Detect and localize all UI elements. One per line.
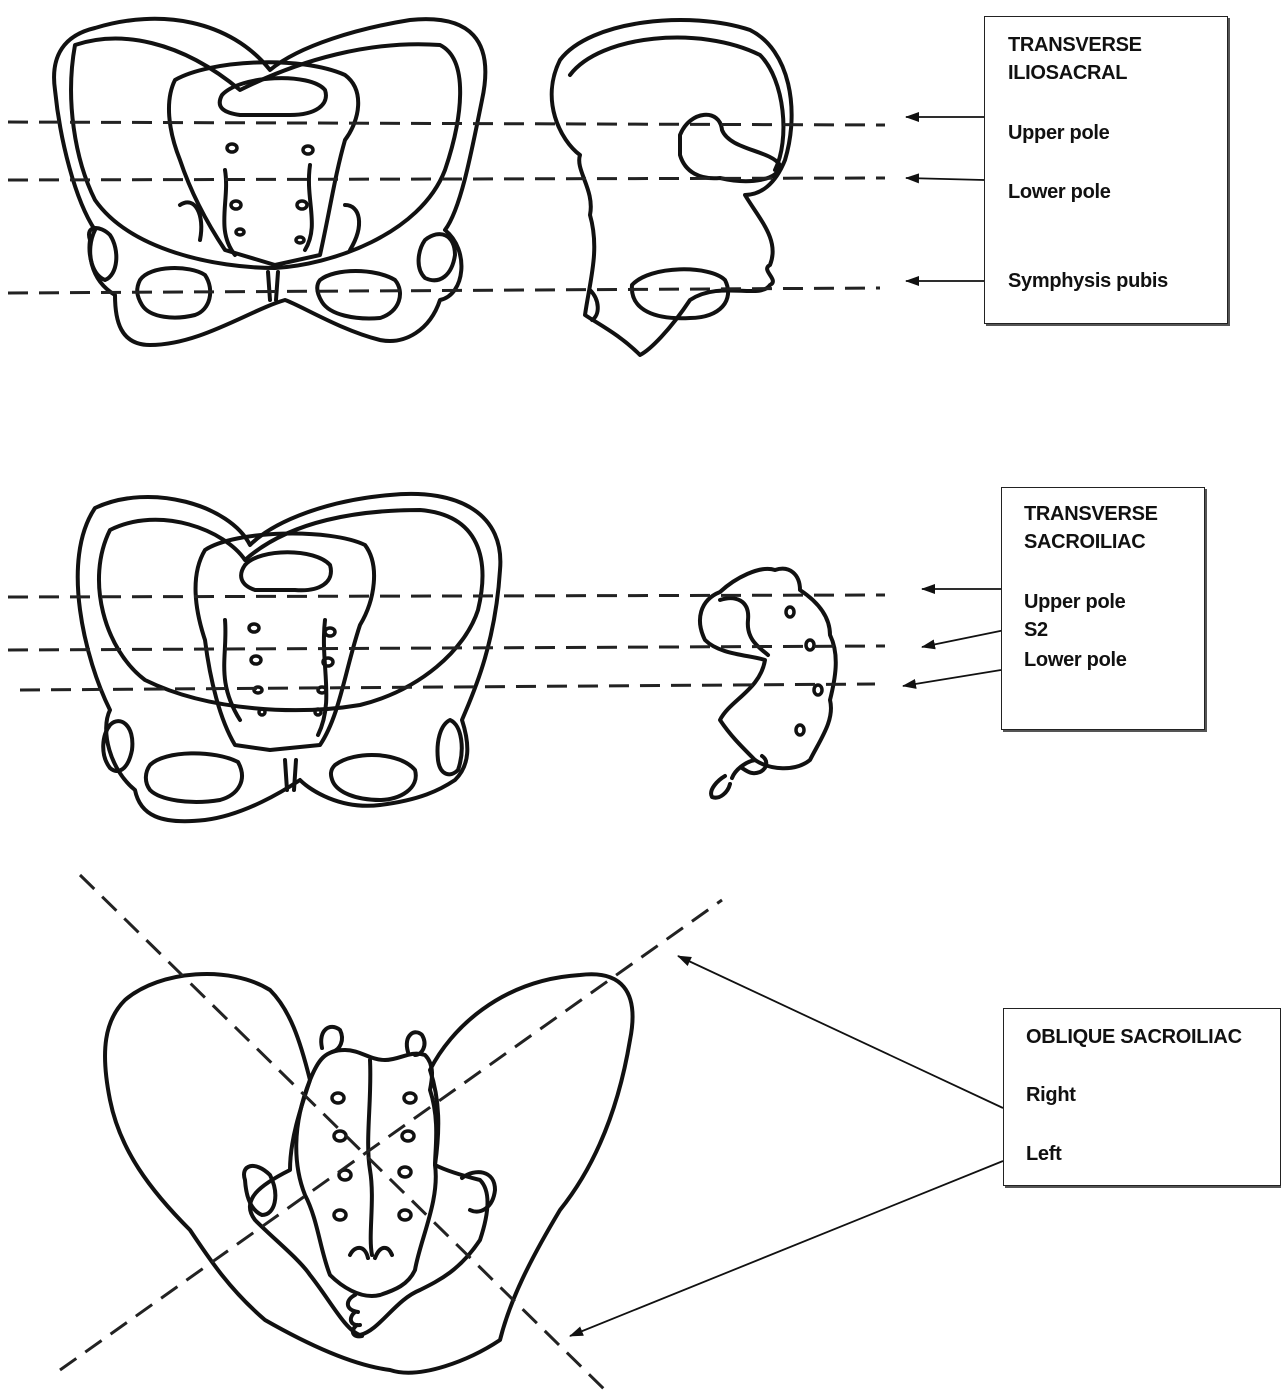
oblique-sacroiliac-legend: OBLIQUE SACROILIAC Right Left (1003, 1008, 1281, 1186)
sacrum-lateral-view (700, 569, 836, 798)
left-label: Left (1026, 1142, 1061, 1166)
pelvis-ap-view-1 (54, 19, 485, 345)
pelvis-lateral-view-1 (552, 20, 792, 355)
transverse-iliosacral-legend: TRANSVERSE ILIOSACRAL Upper pole Lower p… (984, 16, 1228, 324)
upper-pole-label: Upper pole (1024, 590, 1125, 614)
pelvis-ap-view-2 (78, 494, 501, 821)
legend-title-line1: TRANSVERSE (1008, 33, 1142, 57)
upper-pole-label: Upper pole (1008, 121, 1109, 145)
transverse-sacroiliac-legend: TRANSVERSE SACROILIAC Upper pole S2 Lowe… (1001, 487, 1205, 730)
legend-title-line1: TRANSVERSE (1024, 502, 1158, 526)
lower-pole-label: Lower pole (1008, 180, 1111, 204)
lower-pole-label: Lower pole (1024, 648, 1127, 672)
symphysis-pubis-label: Symphysis pubis (1008, 269, 1168, 293)
pelvis-ap-view-3 (105, 974, 633, 1373)
right-label: Right (1026, 1083, 1076, 1107)
legend-title-line2: ILIOSACRAL (1008, 61, 1127, 85)
legend-title-line2: SACROILIAC (1024, 530, 1145, 554)
s2-label: S2 (1024, 618, 1048, 642)
legend-title: OBLIQUE SACROILIAC (1026, 1025, 1242, 1049)
